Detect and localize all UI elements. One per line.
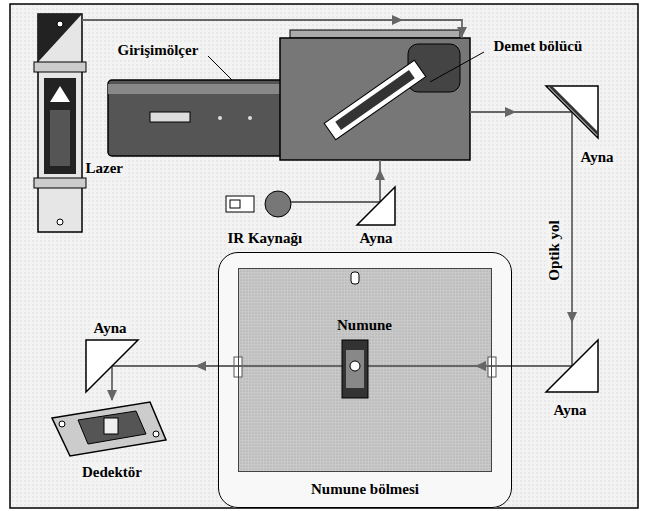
screw bbox=[57, 21, 63, 27]
window-slit bbox=[488, 357, 496, 377]
detector-symbol bbox=[52, 402, 166, 456]
compartment-floor bbox=[238, 268, 492, 472]
laser-body bbox=[38, 14, 82, 232]
mirror bbox=[546, 340, 598, 392]
ir-source-window bbox=[230, 200, 240, 208]
interferometer-box bbox=[280, 38, 470, 160]
sample-area-box: Numune bbox=[238, 268, 492, 472]
laser-clamp bbox=[34, 178, 86, 188]
mirror bbox=[546, 86, 598, 138]
dot bbox=[218, 116, 222, 120]
arrowhead bbox=[195, 361, 206, 371]
laser-diagonal bbox=[38, 14, 82, 62]
arrowhead bbox=[475, 361, 486, 371]
instrument-frame bbox=[10, 4, 638, 508]
detector-base bbox=[52, 402, 166, 456]
top-plate bbox=[290, 30, 460, 38]
part-label: Lazer bbox=[84, 160, 125, 177]
sample-holder bbox=[342, 340, 368, 398]
arrowhead bbox=[567, 312, 577, 323]
mirror bbox=[357, 187, 395, 225]
ir-beam bbox=[291, 160, 380, 202]
part-label: Girişimölçer bbox=[116, 42, 201, 59]
path-label: Optik yol bbox=[546, 218, 563, 282]
box-title: Numune bbox=[239, 317, 491, 334]
part-label: Ayna bbox=[358, 230, 395, 247]
ir-source-symbol bbox=[226, 191, 291, 217]
ir-source-box bbox=[226, 196, 254, 212]
laser-label-plate bbox=[44, 78, 76, 174]
arrowhead bbox=[375, 169, 385, 180]
detector-element bbox=[104, 418, 118, 434]
part-label: Ayna bbox=[552, 402, 589, 419]
beam-splitter bbox=[324, 60, 426, 139]
leader-line bbox=[430, 52, 484, 82]
part-label: Demet bölücü bbox=[492, 38, 585, 55]
compartment-ground bbox=[218, 252, 512, 508]
beam-splitter-frame bbox=[324, 60, 426, 139]
laser-clamp bbox=[34, 62, 86, 72]
laser-label-lines bbox=[50, 110, 70, 166]
warning-sign bbox=[50, 86, 70, 102]
sample-spot bbox=[350, 361, 360, 371]
arrowhead bbox=[392, 15, 403, 25]
compartment-box: Numune bölmesi Numune bbox=[218, 252, 512, 508]
cylinder-highlight bbox=[108, 84, 288, 94]
beam-splitter-plate bbox=[335, 70, 414, 130]
arrowhead bbox=[457, 27, 467, 37]
holder-frame bbox=[342, 340, 368, 398]
part-label: Ayna bbox=[92, 320, 129, 337]
optical-path bbox=[82, 20, 572, 400]
screw bbox=[59, 421, 65, 427]
laser-beam bbox=[82, 20, 462, 38]
interferometer-cylinder bbox=[108, 80, 288, 156]
holder-plate bbox=[346, 350, 364, 388]
cylinder-knob bbox=[150, 112, 190, 122]
interferometer-symbol bbox=[108, 30, 470, 160]
detector-window bbox=[78, 411, 146, 444]
ir-lamp bbox=[265, 191, 291, 217]
part-label: IR Kaynağı bbox=[226, 230, 305, 247]
ir-beam bbox=[112, 112, 572, 400]
screw bbox=[57, 219, 63, 225]
arrowhead bbox=[107, 390, 117, 401]
beam-arrows bbox=[107, 15, 577, 401]
dot bbox=[248, 116, 252, 120]
part-label: Dedektör bbox=[80, 464, 144, 481]
mirror-surface bbox=[550, 86, 598, 134]
arrowhead bbox=[505, 107, 516, 117]
part-label: Ayna bbox=[579, 149, 616, 166]
leader-line bbox=[208, 56, 232, 80]
box-title: Numune bölmesi bbox=[219, 481, 511, 498]
screw bbox=[351, 272, 359, 284]
mirror bbox=[86, 340, 138, 392]
screw bbox=[153, 431, 159, 437]
laser-symbol bbox=[34, 14, 86, 232]
